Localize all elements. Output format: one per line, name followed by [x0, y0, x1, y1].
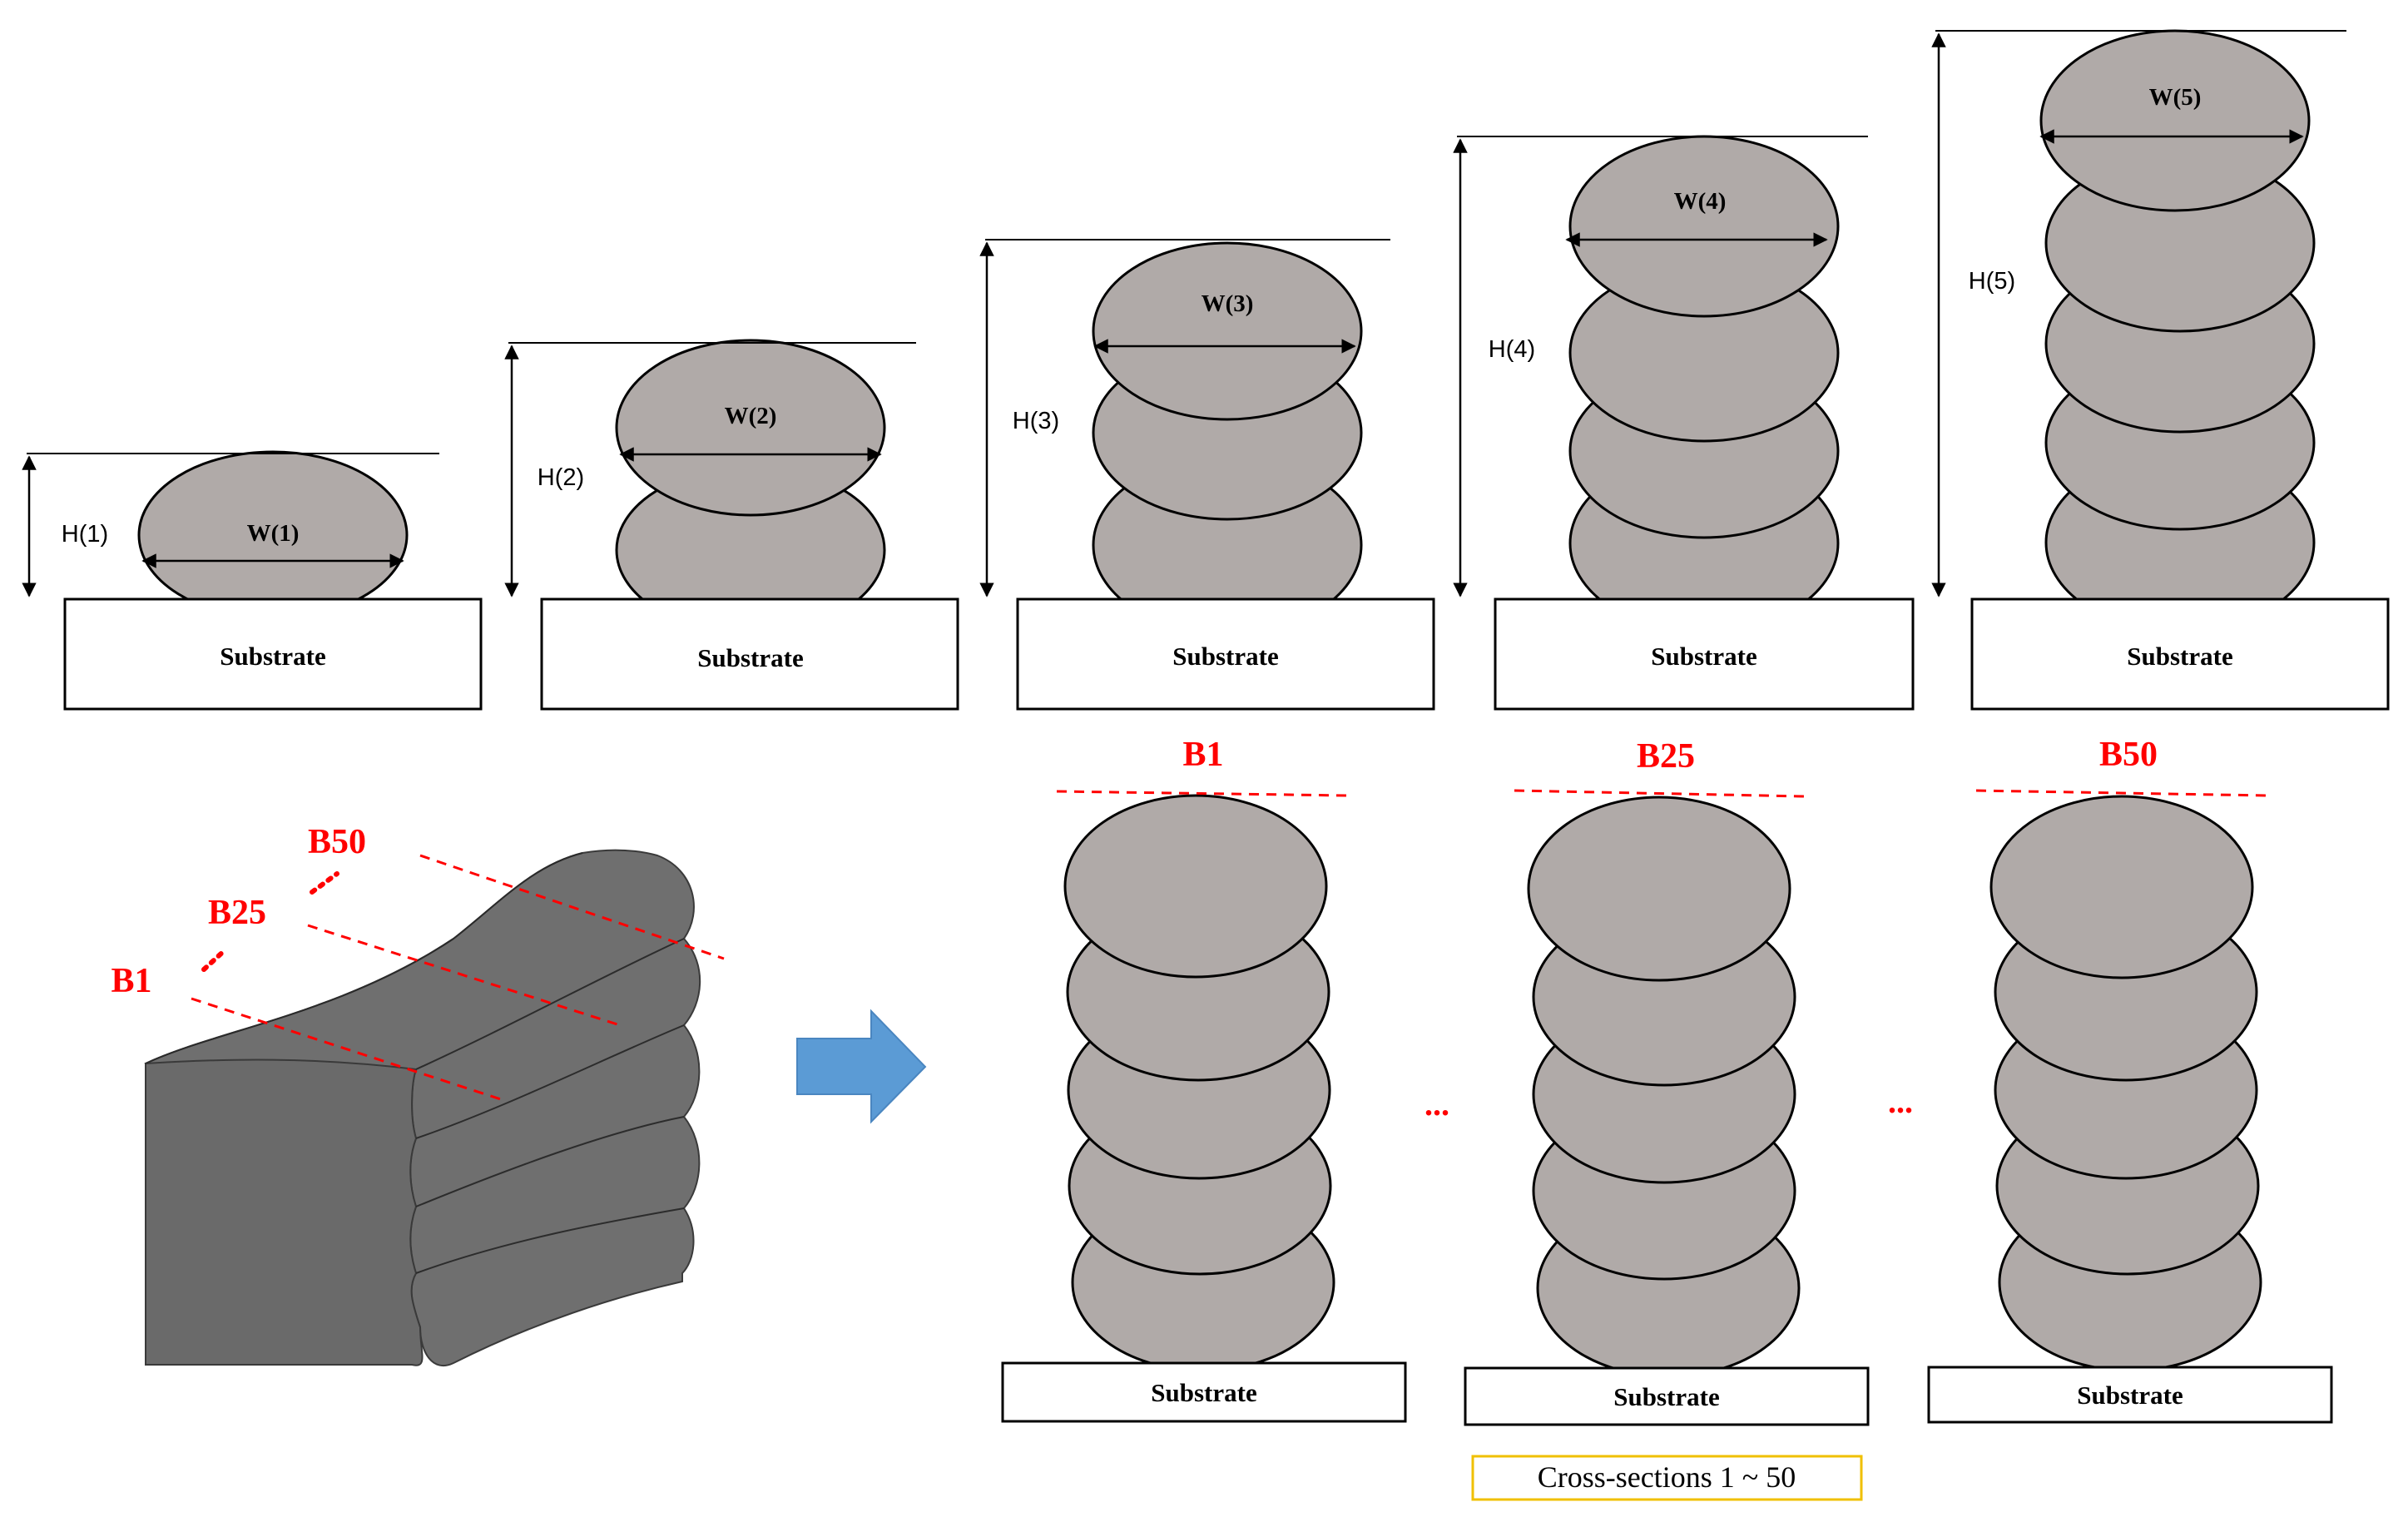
section-reference-line	[1514, 789, 1805, 798]
wall-layer-seam	[415, 1207, 685, 1274]
wall-front-face	[145, 1058, 424, 1366]
substrate-label: Substrate	[2127, 642, 2232, 671]
ellipsis: ...	[1424, 1085, 1449, 1123]
bead-layer	[1092, 241, 1363, 421]
cross-section-b1: Substrate B1	[1001, 736, 1407, 1423]
caption: Cross-sections 1 ~ 50	[1538, 1460, 1796, 1494]
bead-layer	[1989, 795, 2254, 979]
top-row: Substrate H(1) W(1) Substrate H(2) W(2) …	[22, 29, 2390, 711]
section-label: B1	[1182, 736, 1223, 774]
section-dots	[310, 871, 339, 895]
section-label-b1: B1	[111, 962, 151, 1000]
step-panel-1: Substrate H(1) W(1)	[22, 450, 483, 711]
width-label: W(2)	[725, 403, 777, 429]
step-panel-5: Substrate H(5) W(5)	[1931, 29, 2390, 711]
bead-layer	[1527, 796, 1791, 982]
caption-box	[1471, 1455, 1863, 1501]
section-line-b25	[307, 924, 621, 1027]
step-panel-4: Substrate H(4) W(4)	[1453, 135, 1915, 711]
substrate-label: Substrate	[1651, 642, 1756, 671]
substrate-label: Substrate	[1151, 1378, 1256, 1407]
section-label-b50: B50	[308, 823, 366, 861]
height-label: H(3)	[1013, 408, 1059, 434]
substrate	[1927, 1366, 2333, 1424]
wall-layer-seam	[415, 1116, 685, 1207]
section-line-b1	[191, 997, 504, 1102]
height-label: H(5)	[1969, 268, 2015, 295]
ellipsis: ...	[1888, 1083, 1913, 1120]
bead-layer	[1568, 135, 1840, 318]
substrate	[1001, 1361, 1407, 1423]
section-dots	[201, 948, 227, 972]
substrate	[63, 597, 483, 711]
width-label: W(3)	[1202, 290, 1254, 317]
wall-top-edge	[145, 852, 583, 1064]
bead-layer	[615, 339, 886, 517]
width-label: W(4)	[1674, 188, 1727, 215]
wall-3d: B1 B25 B50	[111, 823, 725, 1367]
height-label: H(1)	[62, 521, 108, 548]
height-label: H(2)	[538, 464, 584, 491]
substrate-label: Substrate	[220, 642, 325, 671]
substrate-label: Substrate	[2077, 1381, 2183, 1410]
substrate	[1016, 597, 1435, 711]
cross-section-b25: Substrate B25	[1464, 737, 1870, 1426]
step-panel-2: Substrate H(2) W(2)	[504, 339, 959, 711]
section-line-b50	[419, 854, 725, 960]
cross-section-b50: Substrate B50	[1927, 736, 2333, 1424]
right-arrow-icon	[796, 1009, 927, 1124]
width-label: W(5)	[2149, 84, 2202, 111]
section-reference-line	[1056, 790, 1347, 797]
substrate	[1464, 1366, 1870, 1426]
section-label-b25: B25	[208, 894, 266, 932]
wall-layer-seam	[415, 1024, 685, 1139]
substrate-label: Substrate	[1172, 642, 1278, 671]
substrate-label: Substrate	[1613, 1382, 1719, 1411]
bead-layer	[1063, 794, 1328, 979]
width-label: W(1)	[247, 520, 300, 547]
bead-layer	[2039, 29, 2311, 212]
section-label: B50	[2099, 736, 2158, 774]
height-label: H(4)	[1489, 336, 1535, 363]
substrate	[540, 597, 959, 711]
substrate	[1970, 597, 2390, 711]
bottom-row: Substrate B1 Substrate B25 Substrate	[1001, 736, 2333, 1501]
substrate-label: Substrate	[697, 643, 803, 672]
section-reference-line	[1975, 789, 2267, 797]
wall-layer-seam	[415, 938, 685, 1070]
step-panel-3: Substrate H(3) W(3)	[979, 239, 1435, 711]
substrate	[1494, 597, 1915, 711]
section-label: B25	[1637, 737, 1695, 776]
